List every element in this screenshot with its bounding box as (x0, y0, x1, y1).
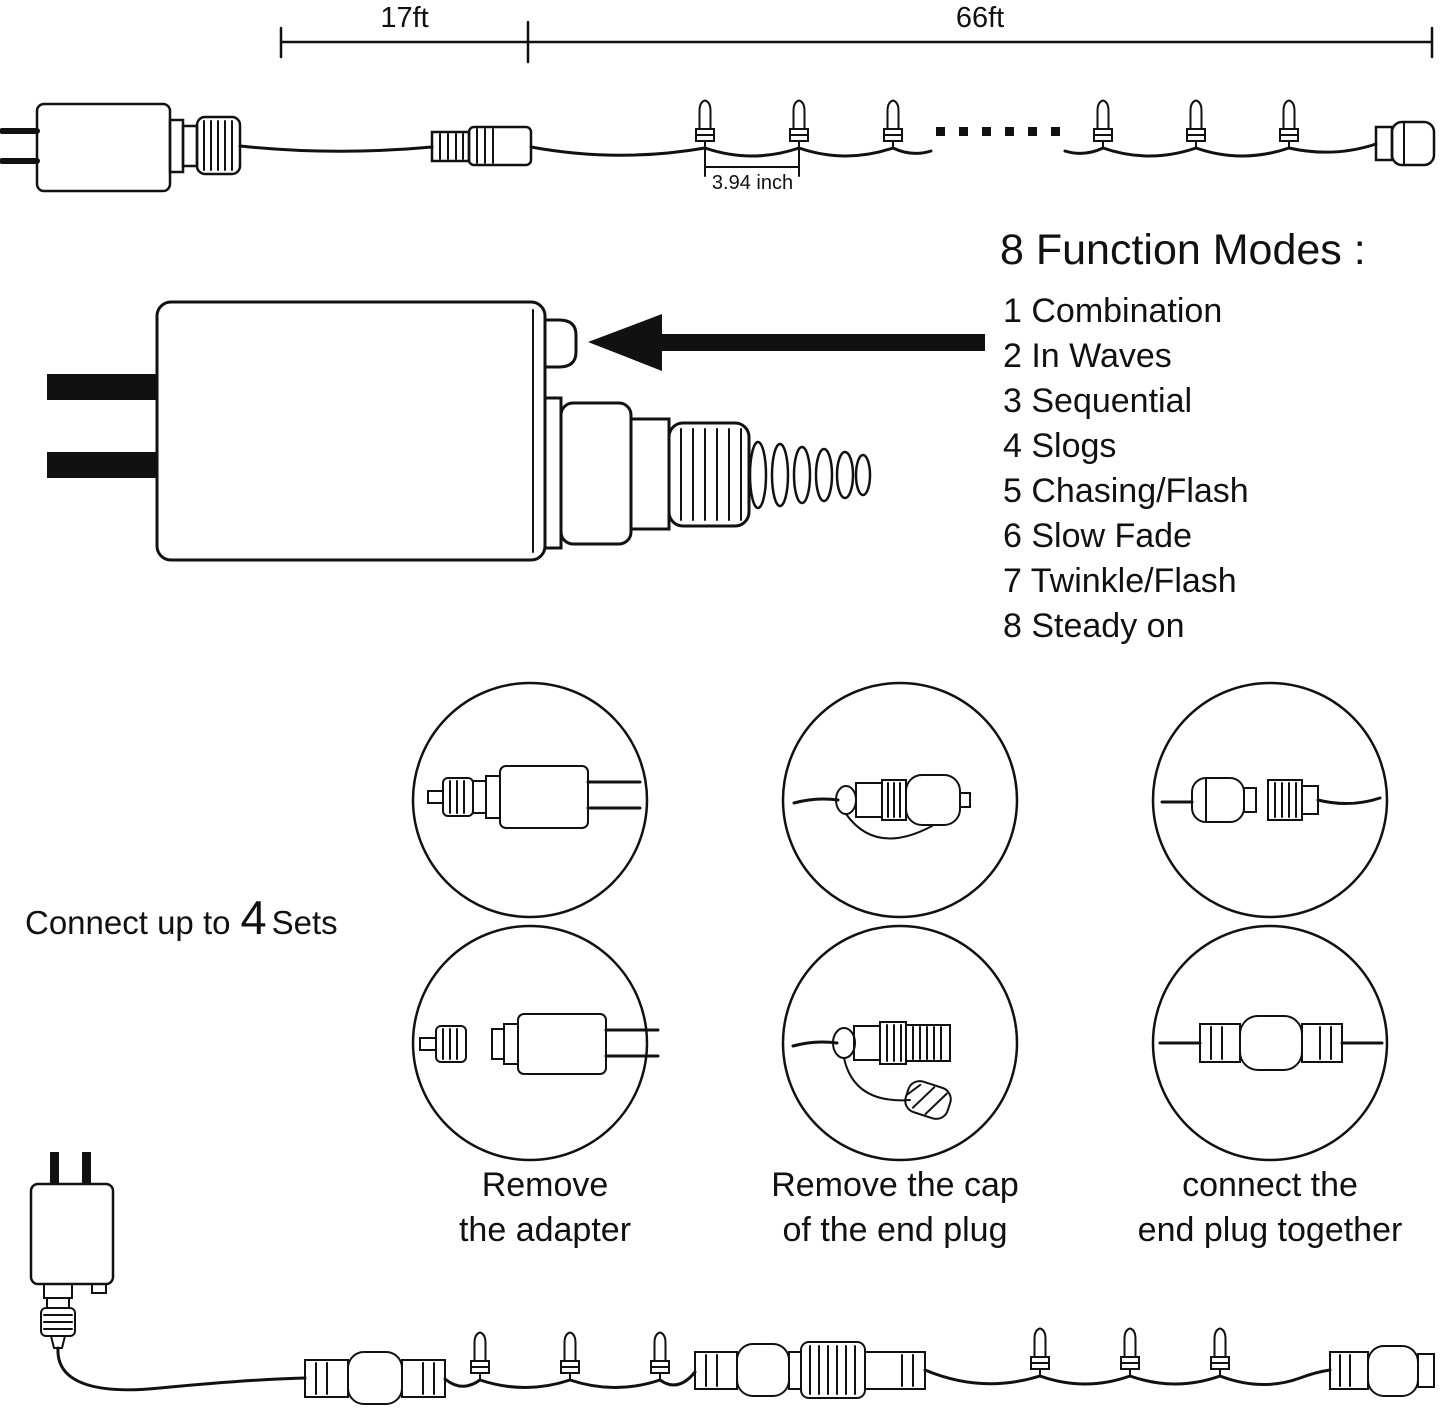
function-modes-title: 8 Function Modes : (1000, 226, 1366, 274)
caption-line: connect the (1182, 1166, 1358, 1204)
step-circles (411, 681, 1389, 1162)
bulb-spacing-label: 3.94 inch (711, 172, 794, 194)
step-caption-remove-cap: Remove the cap of the end plug (720, 1163, 1070, 1253)
mode-button (543, 318, 578, 369)
adapter-closeup-drawing (47, 300, 872, 562)
lead-length-label: 17ft (380, 2, 429, 34)
dimension-lines (279, 20, 1434, 64)
caption-line: Remove (481, 1166, 609, 1204)
spacing-bracket (704, 149, 800, 177)
step-circle-3 (1151, 681, 1389, 919)
function-mode-item: 8 Steady on (1003, 607, 1185, 645)
function-modes-list: 1 Combination 2 In Waves 3 Sequential 4 … (1003, 289, 1249, 649)
bottom-connected-string-diagram (29, 1152, 1435, 1405)
step-circle-1 (411, 681, 649, 919)
adapter-assembled-drawing (427, 765, 642, 829)
step-caption-connect-plugs: connect the end plug together (1080, 1163, 1445, 1253)
function-mode-item: 3 Sequential (1003, 382, 1193, 420)
end-plugs-apart-drawing (1160, 777, 1382, 823)
step-circle-5 (781, 924, 1019, 1162)
string-length-label: 66ft (955, 2, 1005, 34)
end-plug-cap-on-drawing (792, 774, 971, 840)
step-circle-6 (1151, 924, 1389, 1162)
caption-line: the adapter (458, 1211, 632, 1249)
top-string-diagram (0, 99, 1436, 193)
end-plugs-joined-drawing (1158, 1015, 1384, 1071)
caption-line: of the end plug (782, 1211, 1008, 1249)
step-circle-4 (411, 924, 649, 1162)
connect-sets-prefix: Connect up to (25, 904, 231, 941)
end-plug-cap-off-drawing (791, 1021, 952, 1120)
step-caption-remove-adapter: Remove the adapter (395, 1163, 695, 1253)
function-mode-item: 1 Combination (1003, 292, 1223, 330)
adapter-removed-drawing (419, 1013, 660, 1075)
function-mode-item: 6 Slow Fade (1003, 517, 1192, 555)
function-mode-item: 7 Twinkle/Flash (1003, 562, 1237, 600)
step-circle-2 (781, 681, 1019, 919)
caption-line: Remove the cap (771, 1166, 1019, 1204)
connect-sets-suffix: Sets (271, 904, 338, 941)
caption-line: end plug together (1137, 1211, 1403, 1249)
ellipsis-dots (936, 127, 1060, 136)
function-mode-item: 5 Chasing/Flash (1003, 472, 1249, 510)
connect-sets-text: Connect up to 4 Sets (25, 890, 338, 945)
function-mode-item: 2 In Waves (1003, 337, 1172, 375)
function-mode-item: 4 Slogs (1003, 427, 1117, 465)
connect-sets-number: 4 (240, 891, 267, 944)
mode-button-arrow (588, 314, 985, 371)
